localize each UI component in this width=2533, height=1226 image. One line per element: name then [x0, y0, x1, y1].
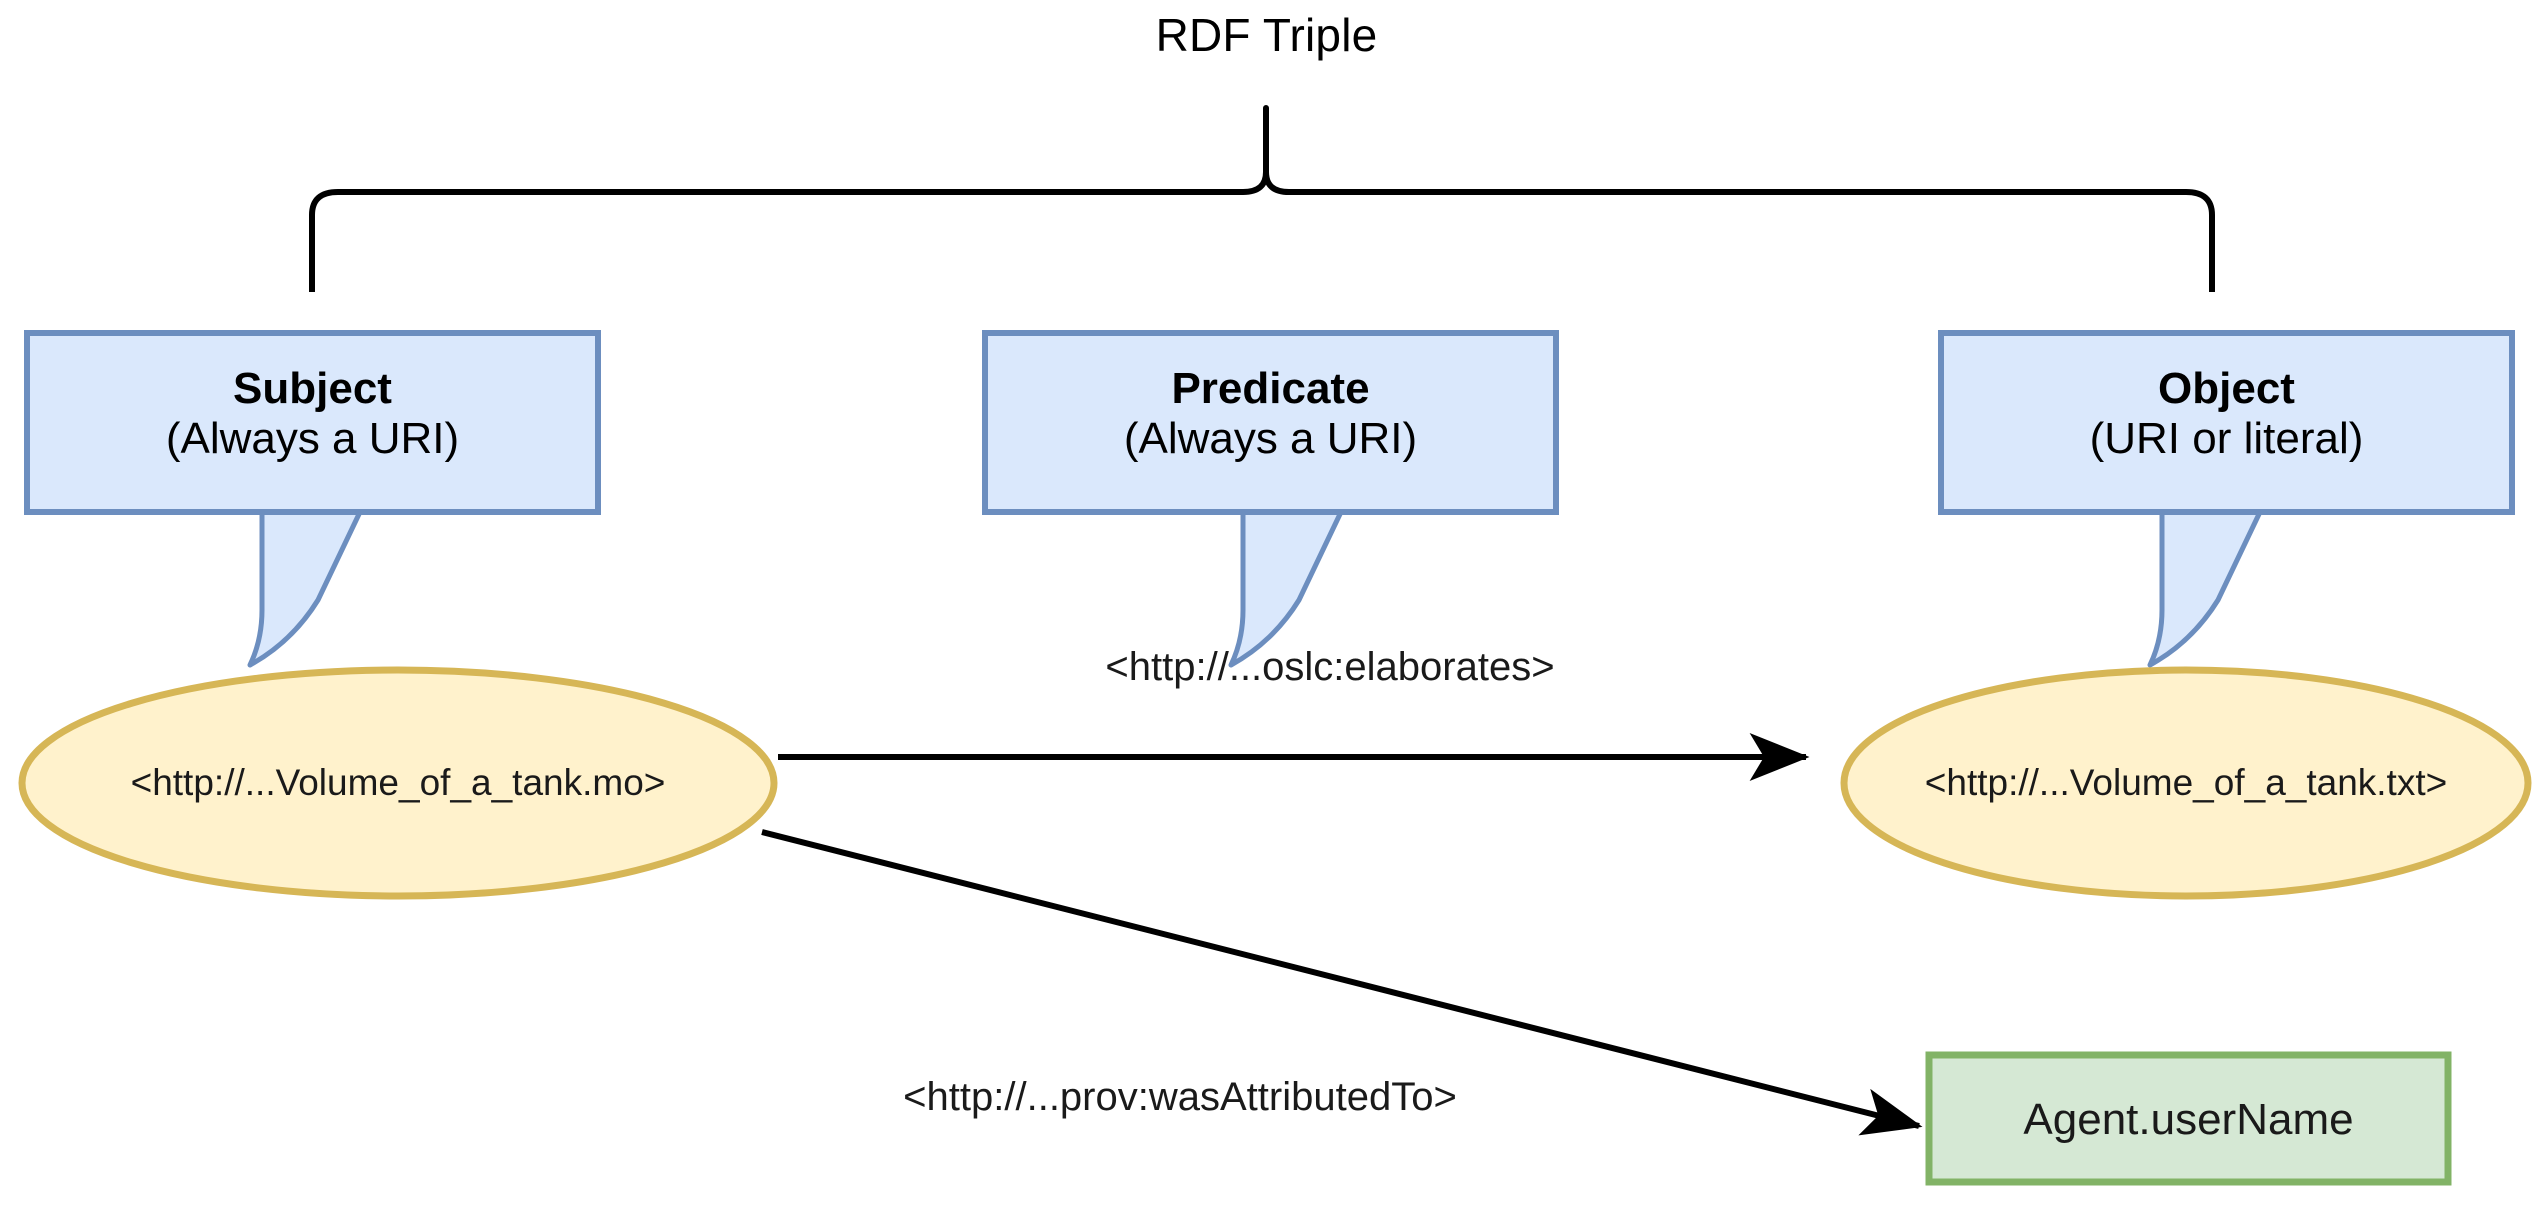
callout-subject-box	[24, 330, 601, 515]
rdf-triple-brace	[309, 105, 2215, 292]
callout-predicate-box	[982, 330, 1559, 515]
callout-predicate	[982, 330, 1559, 668]
callout-object-tail	[2147, 507, 2263, 668]
edge-was-attributed-to-line	[761, 829, 1923, 1136]
callout-object	[1938, 330, 2515, 668]
node-subject-ellipse	[18, 666, 778, 900]
callout-object-box	[1938, 330, 2515, 515]
callout-subject	[24, 330, 601, 668]
page-title: RDF Triple	[1155, 9, 1378, 61]
node-object-ellipse	[1840, 666, 2532, 900]
callout-predicate-tail	[1228, 507, 1344, 668]
callout-subject-tail	[247, 507, 363, 668]
node-literal-rect	[1925, 1051, 2452, 1186]
